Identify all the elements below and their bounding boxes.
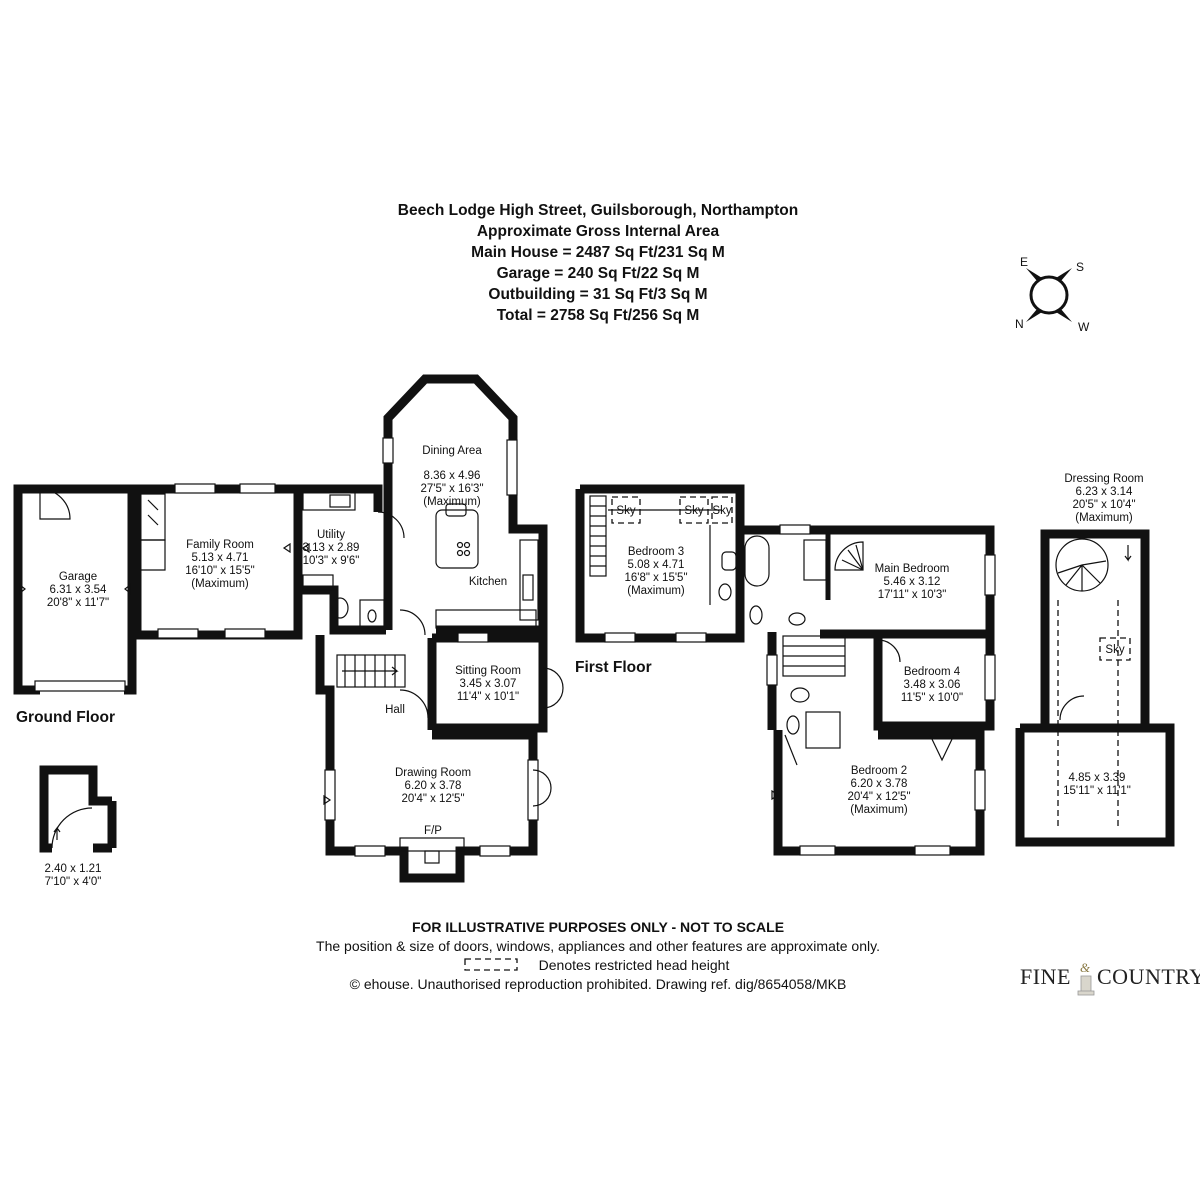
garage-walls [13, 484, 137, 695]
drawing-room-metric: 6.20 x 3.78 [405, 780, 462, 792]
restricted-height-legend-icon [464, 958, 518, 971]
family-room-walls [132, 483, 303, 640]
dining-note: (Maximum) [423, 496, 481, 508]
bedroom-3-imperial: 16'8" x 15'5" [624, 572, 687, 584]
dressing-room-name: Dressing Room [1064, 473, 1143, 485]
family-room-name: Family Room [186, 539, 254, 551]
bedroom-2-name: Bedroom 2 [851, 765, 907, 777]
utility-imperial: 10'3" x 9'6" [303, 555, 360, 567]
bedroom-4-name: Bedroom 4 [904, 666, 961, 678]
main-house-area: Main House = 2487 Sq Ft/231 Sq M [471, 244, 725, 261]
dressing-room-metric: 6.23 x 3.14 [1076, 486, 1134, 498]
brand-fine: FINE [1020, 964, 1071, 989]
fireplace-label: F/P [424, 825, 442, 837]
compass-n: N [1015, 317, 1024, 331]
main-bedroom-metric: 5.46 x 3.12 [884, 576, 941, 588]
compass-w: W [1078, 320, 1090, 334]
compass-e: E [1020, 255, 1028, 269]
fine-and-country-logo: FINE & COUNTRY [1020, 960, 1200, 996]
kitchen-name: Kitchen [469, 576, 507, 588]
hall-walls [315, 609, 437, 735]
sitting-room-name: Sitting Room [455, 665, 521, 677]
outbuilding-area: Outbuilding = 31 Sq Ft/3 Sq M [488, 286, 707, 303]
utility-name: Utility [317, 529, 345, 541]
main-bedroom-name: Main Bedroom [875, 563, 950, 575]
bedroom-3-walls: Sky Sky Sky [575, 484, 745, 643]
brand-country: COUNTRY [1097, 964, 1200, 989]
ground-floor-plan: Ground Floor [13, 374, 564, 883]
garage-metric: 6.31 x 3.54 [50, 584, 108, 596]
loft-metric: 4.85 x 3.39 [1069, 772, 1126, 784]
family-room-imperial: 16'10" x 15'5" [185, 565, 254, 577]
dining-kitchen-walls [377, 374, 548, 635]
outbuilding-metric: 2.40 x 1.21 [45, 863, 102, 875]
main-bedroom-walls [735, 524, 996, 639]
family-room-note: (Maximum) [191, 578, 249, 590]
hall-name: Hall [385, 704, 405, 716]
first-floor-label: First Floor [575, 659, 652, 676]
sky-label-1: Sky [616, 505, 635, 517]
bedroom-4-walls [873, 629, 996, 731]
compass-s: S [1076, 260, 1084, 274]
drawing-room-imperial: 20'4" x 12'5" [401, 793, 464, 805]
family-room-metric: 5.13 x 4.71 [192, 552, 249, 564]
address-title: Beech Lodge High Street, Guilsborough, N… [398, 202, 798, 219]
area-title: Approximate Gross Internal Area [477, 223, 720, 240]
utility-metric: 3.13 x 2.89 [303, 542, 360, 554]
main-bedroom-imperial: 17'11" x 10'3" [878, 589, 947, 601]
head-height-legend: Denotes restricted head height [539, 957, 730, 973]
bedroom-4-imperial: 11'5" x 10'0" [901, 692, 963, 704]
loft-imperial: 15'11" x 11'1" [1063, 785, 1131, 797]
drawing-room-name: Drawing Room [395, 767, 471, 779]
bedroom-2-metric: 6.20 x 3.78 [851, 778, 908, 790]
sky-label-2: Sky [684, 505, 703, 517]
compass-icon: E S N W [1015, 255, 1090, 334]
landing-walls [766, 632, 846, 749]
bedroom-2-walls [771, 730, 986, 856]
sky-label-3: Sky [712, 505, 731, 517]
sky-label-4: Sky [1105, 644, 1124, 656]
sitting-room-walls [432, 632, 564, 733]
ground-floor-label: Ground Floor [16, 709, 115, 726]
header: Beech Lodge High Street, Guilsborough, N… [398, 202, 798, 324]
dressing-room-imperial: 20'5" x 10'4" [1072, 499, 1135, 511]
garage-imperial: 20'8" x 11'7" [47, 597, 109, 609]
brand-ampersand: & [1080, 960, 1091, 975]
sitting-room-imperial: 11'4" x 10'1" [457, 691, 519, 703]
utility-walls [282, 484, 386, 635]
sitting-room-metric: 3.45 x 3.07 [460, 678, 517, 690]
dining-imperial: 27'5" x 16'3" [420, 483, 483, 495]
dressing-room-note: (Maximum) [1075, 512, 1133, 524]
drawing-room-walls [323, 730, 552, 883]
position-note: The position & size of doors, windows, a… [316, 938, 880, 954]
ground-floor-labels: Garage 6.31 x 3.54 20'8" x 11'7" Family … [45, 445, 521, 888]
footer: FOR ILLUSTRATIVE PURPOSES ONLY - NOT TO … [316, 919, 880, 992]
bedroom-3-note: (Maximum) [627, 585, 685, 597]
bedroom-3-name: Bedroom 3 [628, 546, 684, 558]
bedroom-2-note: (Maximum) [850, 804, 908, 816]
bedroom-2-imperial: 20'4" x 12'5" [847, 791, 910, 803]
total-area: Total = 2758 Sq Ft/256 Sq M [497, 307, 700, 324]
first-floor-plan: Sky Sky Sky First Floor [575, 484, 1175, 856]
dining-name: Dining Area [422, 445, 482, 457]
dining-metric: 8.36 x 4.96 [424, 470, 481, 482]
disclaimer: FOR ILLUSTRATIVE PURPOSES ONLY - NOT TO … [412, 919, 784, 935]
garage-area: Garage = 240 Sq Ft/22 Sq M [497, 265, 700, 282]
bedroom-3-metric: 5.08 x 4.71 [628, 559, 685, 571]
outbuilding-walls [39, 765, 117, 853]
copyright: © ehouse. Unauthorised reproduction proh… [350, 976, 847, 992]
dressing-room-walls: Sky [1015, 529, 1175, 847]
first-floor-labels: Bedroom 3 5.08 x 4.71 16'8" x 15'5" (Max… [624, 473, 1143, 816]
outbuilding-imperial: 7'10" x 4'0" [45, 876, 102, 888]
bedroom-4-metric: 3.48 x 3.06 [904, 679, 961, 691]
garage-name: Garage [59, 571, 97, 583]
